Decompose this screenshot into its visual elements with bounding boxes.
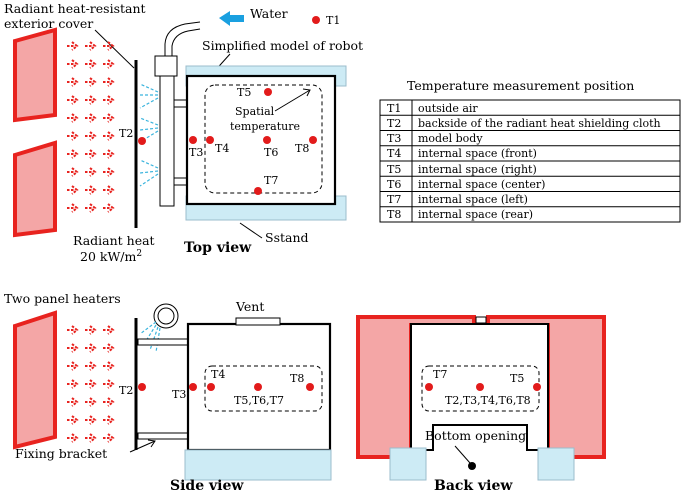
water-pipe-outer xyxy=(164,21,201,56)
table-title: Temperature measurement position xyxy=(407,78,634,93)
bottom-opening-leader xyxy=(454,445,471,464)
stand-side xyxy=(184,449,332,481)
sensor-t4 xyxy=(206,136,214,144)
table-row-desc: internal space (left) xyxy=(418,193,528,206)
sensor-t8-side-label: T8 xyxy=(290,372,304,385)
sensor-t6-label: T6 xyxy=(264,146,278,159)
top-view-label: Top view xyxy=(184,240,252,256)
table-row-desc: internal space (front) xyxy=(418,147,537,160)
water-valve-box xyxy=(154,55,178,77)
table-row-desc: outside air xyxy=(418,102,478,115)
sensor-t8 xyxy=(309,136,317,144)
spatial-temp-line1: Spatial xyxy=(235,105,275,118)
table-row-id: T8 xyxy=(387,208,401,221)
table-row-id: T7 xyxy=(387,193,401,206)
spray-bar xyxy=(159,75,175,207)
stand-back-left xyxy=(389,447,427,481)
sensor-t2-label: T2 xyxy=(119,127,133,140)
panel-heater-top-1 xyxy=(13,27,57,123)
sensor-group-back xyxy=(476,383,484,391)
table-row-id: T1 xyxy=(387,102,401,115)
sensor-t3 xyxy=(189,136,197,144)
sensor-t8-label: T8 xyxy=(295,142,309,155)
table-row-desc: internal space (right) xyxy=(418,163,537,176)
sensor-t1-label: T1 xyxy=(326,14,340,27)
sensor-t4-side xyxy=(207,383,215,391)
simplified-model-label: Simplified model of robot xyxy=(202,38,363,53)
table-row-desc: model body xyxy=(418,132,483,145)
table-row-id: T4 xyxy=(387,147,401,160)
sensor-t8-side xyxy=(306,383,314,391)
radiant-heat-value: 20 kW/m2 xyxy=(80,249,142,264)
sensor-group-back-label: T2,T3,T4,T6,T8 xyxy=(445,394,531,407)
stand-back-right xyxy=(537,447,575,481)
spatial-temp-arrow xyxy=(274,89,311,112)
sensor-t5-back xyxy=(533,383,541,391)
side-view-label: Side view xyxy=(170,478,244,494)
sensor-t1 xyxy=(312,16,320,24)
sensor-t7-back xyxy=(425,383,433,391)
sensor-t7-label: T7 xyxy=(264,174,278,187)
sensor-t3-side xyxy=(189,383,197,391)
table-row-id: T3 xyxy=(387,132,401,145)
fixing-bracket-lower xyxy=(137,432,189,440)
water-spray-side xyxy=(139,321,161,353)
water-arrow-icon xyxy=(219,11,244,26)
radiant-heat-value-text: 20 kW/m xyxy=(80,249,137,264)
radiant-cover-label-line1: Radiant heat-resistant xyxy=(4,1,146,16)
radiant-heat-sup: 2 xyxy=(136,249,142,259)
water-label: Water xyxy=(250,6,288,21)
table-row-id: T6 xyxy=(387,178,401,191)
sensor-t7-back-label: T7 xyxy=(433,368,447,381)
sensor-t2 xyxy=(138,137,146,145)
water-spray-top xyxy=(139,83,159,187)
sprinkler-head-inner xyxy=(157,307,175,325)
stand-label: Sstand xyxy=(265,230,309,245)
sensor-t5-t6-t7-side xyxy=(254,383,262,391)
table-row-desc: internal space (center) xyxy=(418,178,545,191)
sensor-t6 xyxy=(263,136,271,144)
panel-heater-side xyxy=(13,310,57,450)
vent-label: Vent xyxy=(235,299,264,314)
bottom-opening-label: Bottom opening xyxy=(425,428,526,443)
sensor-t5 xyxy=(264,88,272,96)
spatial-temp-line2: temperature xyxy=(230,120,300,133)
panel-heater-top-2 xyxy=(13,140,57,238)
table-row-desc: backside of the radiant heat shielding c… xyxy=(418,117,661,130)
table-row-id: T2 xyxy=(387,117,401,130)
sensor-t4-label: T4 xyxy=(215,142,229,155)
radiant-heat-arrows-top xyxy=(66,41,114,213)
sensor-t4-side-label: T4 xyxy=(211,368,225,381)
cover-leader-line xyxy=(94,29,135,69)
radiant-heat-arrows-side xyxy=(66,325,114,443)
internal-space-top xyxy=(204,84,323,194)
stand-leader-line xyxy=(239,222,263,239)
bottom-opening-marker xyxy=(468,462,476,470)
table-row-desc: internal space (rear) xyxy=(418,208,533,221)
fixing-bracket-leader xyxy=(129,440,156,453)
sensor-t3-label: T3 xyxy=(189,146,203,159)
sensor-t3-side-label: T3 xyxy=(172,388,186,401)
measurement-table: T1 outside air T2 backside of the radian… xyxy=(379,99,681,223)
sensor-t5-back-label: T5 xyxy=(510,372,524,385)
radiant-heat-label: Radiant heat xyxy=(73,233,155,248)
vent xyxy=(235,317,281,326)
water-pipe-inner xyxy=(171,28,201,56)
back-view-label: Back view xyxy=(434,478,513,494)
internal-space-side xyxy=(204,365,323,412)
fixing-bracket-label: Fixing bracket xyxy=(15,446,107,461)
sensor-group-side-label: T5,T6,T7 xyxy=(234,394,284,407)
back-vent xyxy=(475,316,487,324)
sensor-t7 xyxy=(254,187,262,195)
table-row-id: T5 xyxy=(387,163,401,176)
two-panel-heaters-label: Two panel heaters xyxy=(4,291,121,306)
sensor-t5-label: T5 xyxy=(237,86,251,99)
radiant-cover-label-line2: exterior cover xyxy=(4,16,93,31)
sensor-t2-side xyxy=(138,383,146,391)
fixing-bracket-upper xyxy=(137,338,189,346)
sensor-t2-side-label: T2 xyxy=(119,384,133,397)
